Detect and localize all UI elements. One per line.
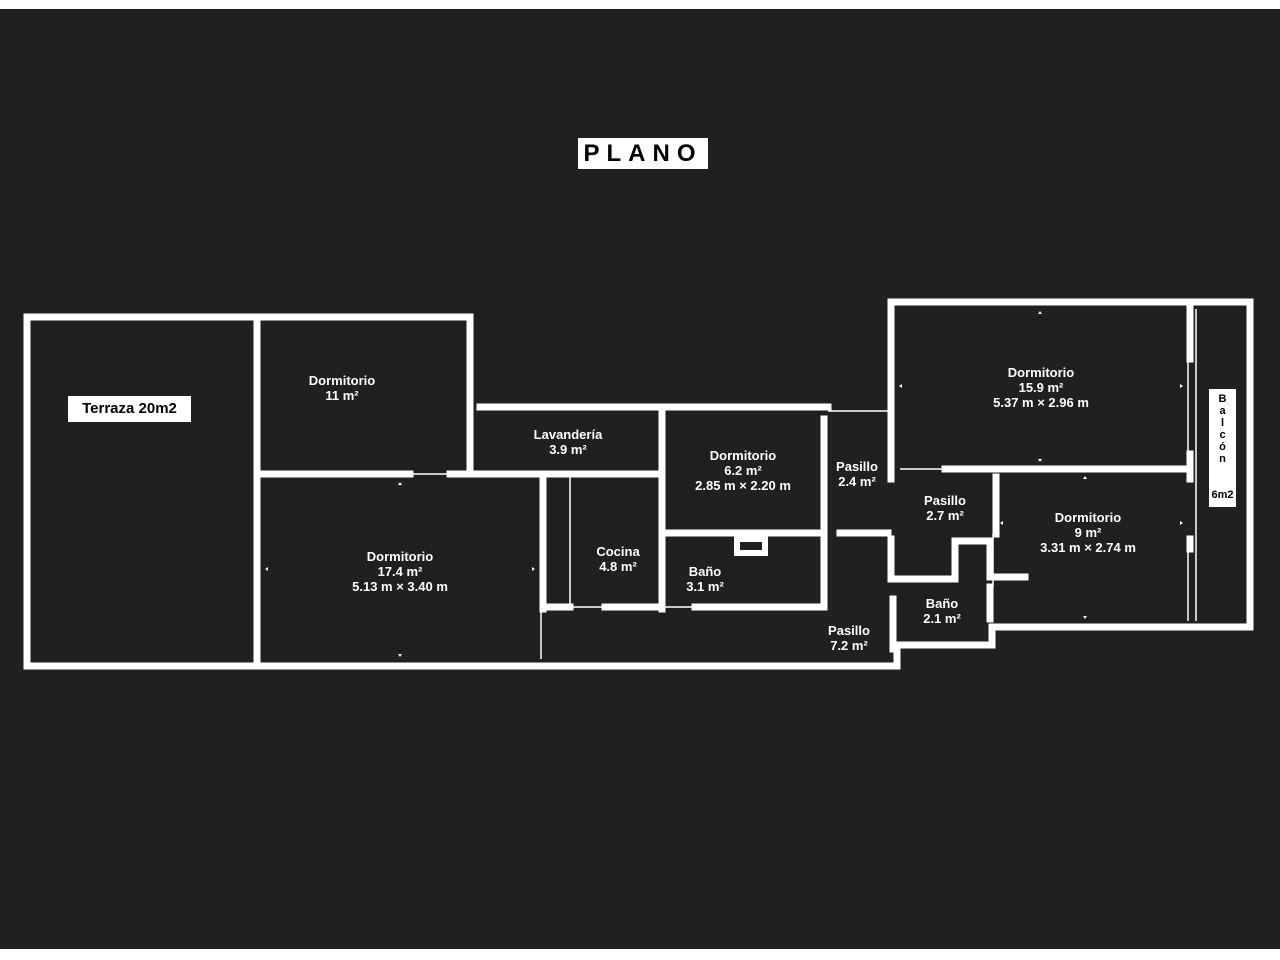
- wall-outer-left: [23, 313, 474, 670]
- balcon-word: B a l c ó n: [1218, 393, 1227, 465]
- balcon-size: 6m2: [1211, 489, 1234, 501]
- room-area: 9 m²: [1074, 525, 1102, 540]
- room-dims: 2.85 m × 2.20 m: [695, 478, 791, 493]
- room-name: Dormitorio: [709, 448, 777, 463]
- room-lavanderia: Lavandería 3.9 m²: [534, 427, 603, 457]
- floor-plan-walls: [23, 298, 1254, 670]
- room-pasillo-2-7: Pasillo 2.7 m²: [924, 493, 966, 523]
- room-dims: 5.13 m × 3.40 m: [352, 579, 448, 594]
- room-name: Pasillo: [828, 623, 870, 638]
- floor-plan-canvas: PLANO Terraza 20m2 Dormitorio 11 m² Dorm…: [0, 9, 1280, 949]
- room-dormitorio-15-9: Dormitorio 15.9 m² 5.37 m × 2.96 m: [993, 365, 1089, 410]
- plan-title: PLANO: [578, 138, 708, 169]
- room-dormitorio-6-2: Dormitorio 6.2 m² 2.85 m × 2.20 m: [695, 448, 791, 493]
- room-name: Pasillo: [924, 493, 966, 508]
- room-area: 6.2 m²: [724, 463, 762, 478]
- room-area: 3.9 m²: [549, 442, 587, 457]
- room-pasillo-2-4: Pasillo 2.4 m²: [836, 459, 878, 489]
- room-area: 7.2 m²: [830, 638, 868, 653]
- room-name: Baño: [925, 596, 959, 611]
- balcon-label: B a l c ó n 6m2: [1209, 389, 1236, 507]
- room-dims: 3.31 m × 2.74 m: [1040, 540, 1136, 555]
- room-area: 2.1 m²: [923, 611, 961, 626]
- room-area: 15.9 m²: [1018, 380, 1064, 395]
- room-area: 3.1 m²: [686, 579, 724, 594]
- room-name: Baño: [688, 564, 722, 579]
- room-dormitorio-17-4: Dormitorio 17.4 m² 5.13 m × 3.40 m: [352, 549, 448, 594]
- fixture-box: [734, 536, 768, 556]
- room-name: Pasillo: [836, 459, 878, 474]
- terraza-label: Terraza 20m2: [68, 396, 191, 422]
- room-name: Dormitorio: [1007, 365, 1075, 380]
- room-name: Dormitorio: [366, 549, 434, 564]
- room-dormitorio-11: Dormitorio 11 m²: [309, 373, 375, 403]
- room-name: Lavandería: [533, 427, 603, 442]
- wall-outer-right: [887, 298, 1254, 670]
- room-dims: 5.37 m × 2.96 m: [993, 395, 1089, 410]
- room-name: Cocina: [596, 544, 640, 559]
- room-area: 4.8 m²: [599, 559, 637, 574]
- room-area: 2.4 m²: [838, 474, 876, 489]
- room-bano-3-1: Baño 3.1 m²: [686, 564, 724, 594]
- room-name: Dormitorio: [1054, 510, 1122, 525]
- room-bano-2-1: Baño 2.1 m²: [923, 596, 961, 626]
- room-cocina: Cocina 4.8 m²: [596, 544, 639, 574]
- room-area: 17.4 m²: [377, 564, 423, 579]
- room-area: 2.7 m²: [926, 508, 964, 523]
- room-dormitorio-9: Dormitorio 9 m² 3.31 m × 2.74 m: [1040, 510, 1136, 555]
- room-pasillo-7-2: Pasillo 7.2 m²: [828, 623, 870, 653]
- room-area: 11 m²: [325, 388, 359, 403]
- room-name: Dormitorio: [308, 373, 376, 388]
